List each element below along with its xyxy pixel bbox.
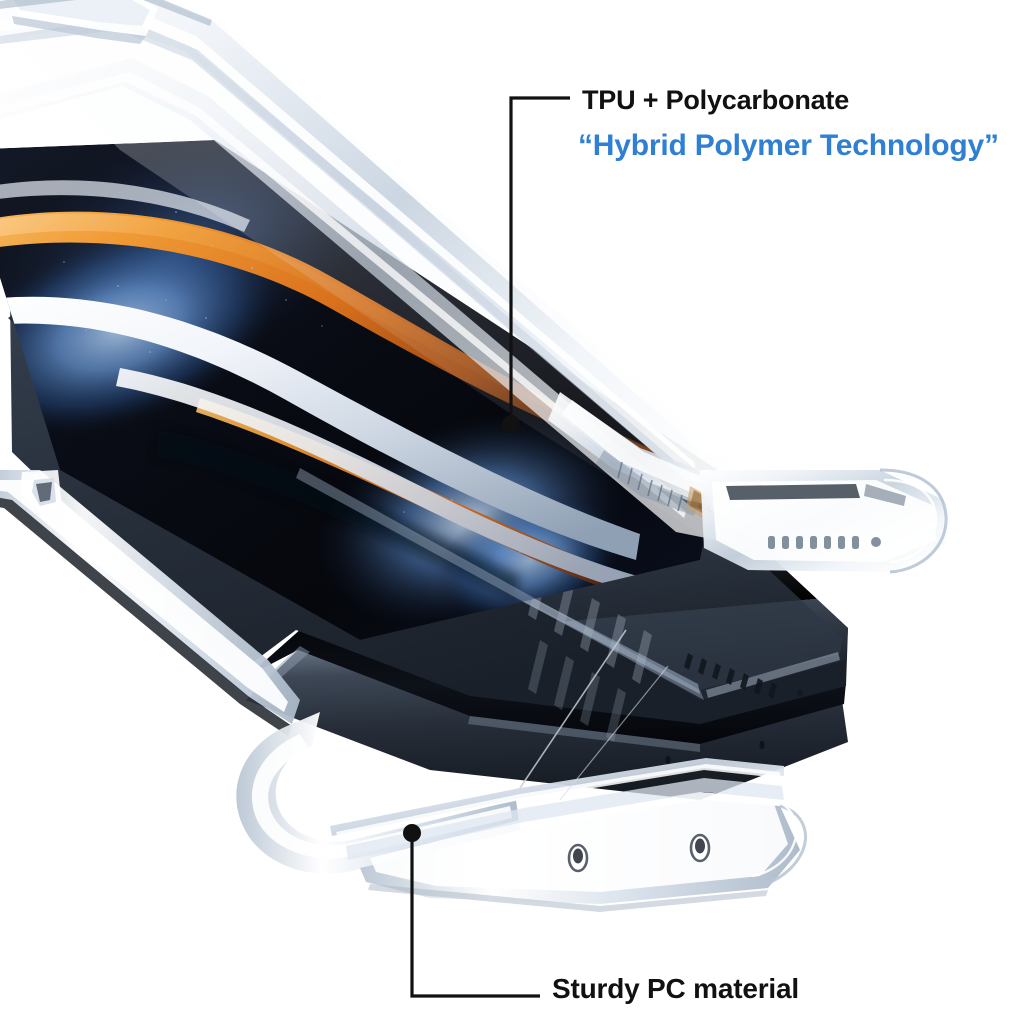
clear-case-front (0, 0, 948, 574)
anchor-dot-top (502, 415, 520, 433)
anchor-dot-bottom (403, 824, 421, 842)
callout-label-sturdy-pc-material: Sturdy PC material (552, 973, 799, 1004)
speaker-grille (684, 653, 777, 699)
microphone-hole (797, 689, 803, 697)
clear-case-back (0, 470, 807, 912)
phone-device (0, 140, 848, 800)
leader-line-bottom (410, 833, 540, 998)
callout-leaders (410, 96, 570, 998)
camera-cutouts (566, 832, 712, 874)
callout-label-hybrid-polymer-technology: “Hybrid Polymer Technology” (578, 129, 999, 162)
case-mic-cutout (871, 537, 881, 547)
callout-label-tpu-polycarbonate: TPU + Polycarbonate (582, 85, 850, 115)
leader-line-top (509, 96, 570, 424)
case-speaker-cutouts (768, 536, 859, 549)
